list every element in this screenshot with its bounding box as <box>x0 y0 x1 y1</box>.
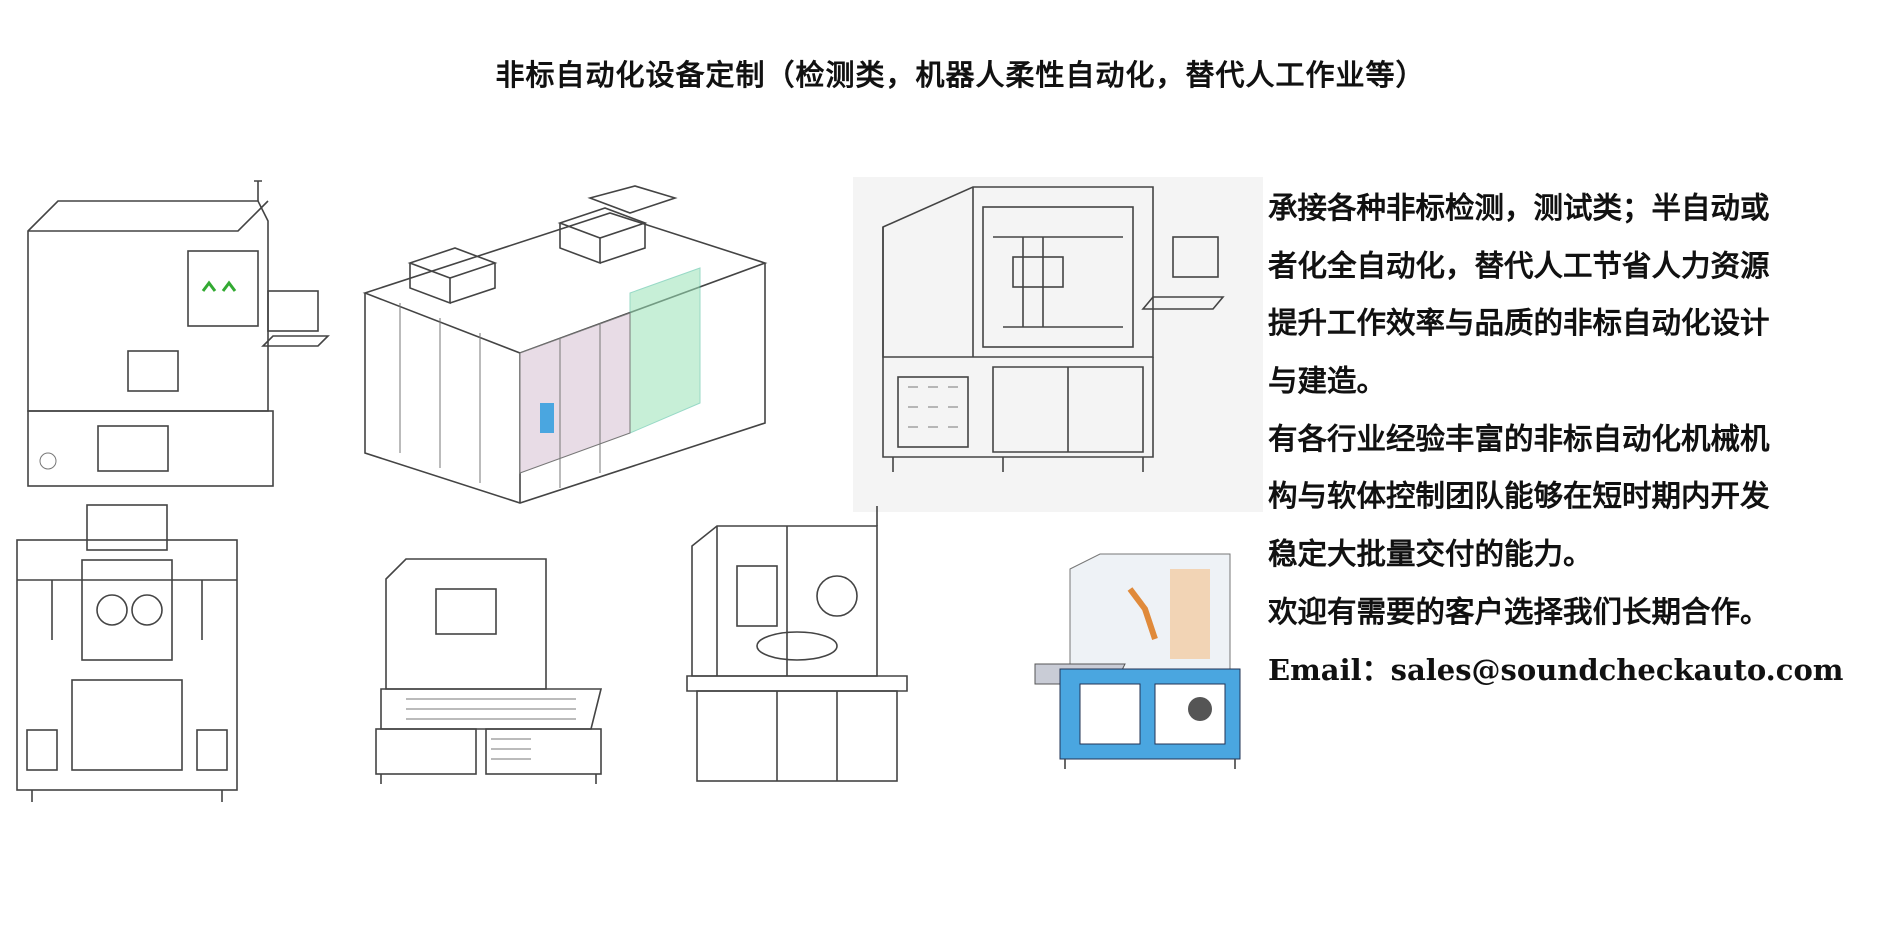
description-line: 承接各种非标检测，测试类；半自动或 <box>1268 191 1770 225</box>
machine-image-inspection-station <box>18 171 348 501</box>
machine-image-rotary-station <box>677 506 915 798</box>
page-title: 非标自动化设备定制（检测类，机器人柔性自动化，替代人工作业等） <box>495 58 1426 92</box>
description-line: 稳定大批量交付的能力。 <box>1268 537 1593 572</box>
machine-image-robot-cell <box>1030 549 1244 775</box>
machine-image-assembly-station <box>366 549 611 787</box>
machine-image-gantry-station <box>853 177 1263 512</box>
machine-image-fixture-station <box>12 500 244 810</box>
description-block: 承接各种非标检测，测试类；半自动或 者化全自动化，替代人工节省人力资源 提升工作… <box>1268 180 1901 699</box>
description-line: 与建造。 <box>1268 364 1387 399</box>
description-line: 构与软体控制团队能够在短时期内开发 <box>1268 479 1770 514</box>
description-line: 有各行业经验丰富的非标自动化机械机 <box>1268 421 1770 456</box>
machine-image-production-line <box>360 183 770 508</box>
description-line: 提升工作效率与品质的非标自动化设计 <box>1268 306 1770 341</box>
contact-email: Email：sales@soundcheckauto.com <box>1268 652 1844 687</box>
description-line: 者化全自动化，替代人工节省人力资源 <box>1268 248 1770 283</box>
description-line: 欢迎有需要的客户选择我们长期合作。 <box>1268 594 1770 629</box>
